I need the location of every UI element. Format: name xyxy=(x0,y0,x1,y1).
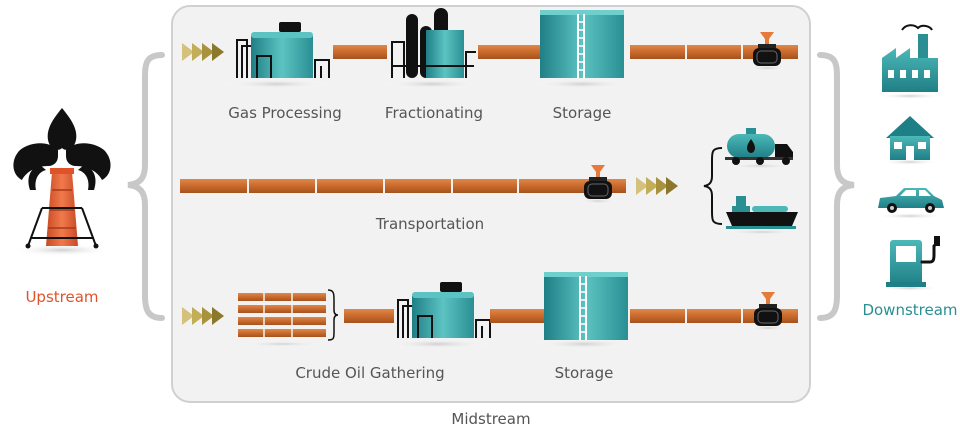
storage-bottom-label: Storage xyxy=(555,364,614,382)
factory-icon xyxy=(878,24,942,99)
midstream-label: Midstream xyxy=(451,410,530,428)
storage-tank-icon xyxy=(532,10,632,89)
transportation-label: Transportation xyxy=(375,215,484,233)
gas-processing-label: Gas Processing xyxy=(228,104,342,122)
pipe-segment xyxy=(344,309,394,323)
right-brace xyxy=(817,52,855,321)
tanker-ship-icon xyxy=(722,196,802,235)
storage-top-label: Storage xyxy=(553,104,612,122)
left-brace xyxy=(127,52,165,321)
crude-oil-gathering-label: Crude Oil Gathering xyxy=(295,364,444,382)
fractionating-label: Fractionating xyxy=(385,104,483,122)
fuel-pump-icon xyxy=(880,236,940,291)
pipe-segment xyxy=(478,45,540,59)
car-icon xyxy=(876,188,944,219)
tanker-truck-icon xyxy=(724,128,796,169)
oil-derrick-icon xyxy=(12,108,112,256)
pipe-segment xyxy=(490,309,544,323)
house-icon xyxy=(882,116,938,165)
storage-tank-icon xyxy=(534,272,634,349)
pipe-segment xyxy=(333,45,387,59)
upstream-label: Upstream xyxy=(25,288,98,306)
transport-pipeline xyxy=(180,179,626,193)
midstream-panel xyxy=(171,5,811,403)
fractionation-tower-icon xyxy=(382,8,482,89)
gathering-lines-icon xyxy=(238,289,339,347)
downstream-label: Downstream xyxy=(862,301,957,319)
